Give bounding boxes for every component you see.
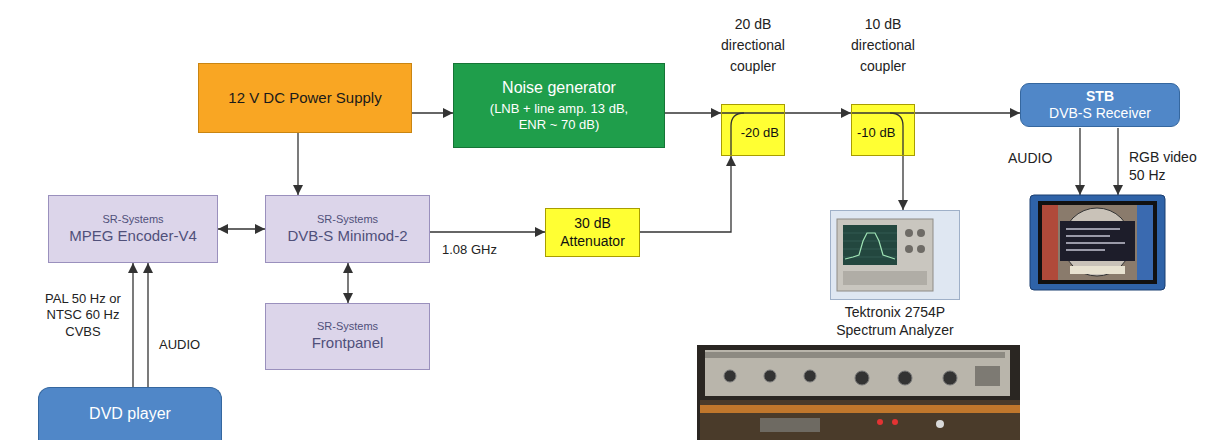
equipment-photo [975, 366, 1000, 386]
node-text: MPEG Encoder-V4 [69, 227, 197, 246]
equipment-photo [760, 418, 820, 432]
node-text: -20 dB [741, 125, 779, 141]
equipment-photo [804, 370, 816, 382]
node-title: 20 dB directional coupler [705, 14, 801, 77]
tv-monitor [1060, 221, 1135, 261]
equipment-photo [700, 400, 1020, 440]
signal-connector [665, 112, 721, 113]
tv-monitor [1030, 195, 1165, 290]
node-text: DVB-S Minimod-2 [287, 227, 407, 246]
node-title: Tektronix 2754P Spectrum Analyzer [820, 303, 970, 339]
spectrum-analyzer-picture [831, 211, 959, 299]
signal-connector [297, 133, 298, 195]
equipment-photo [700, 405, 1020, 413]
noise-generator-box: Noise generator (LNB + line amp. 13 dB, E… [453, 63, 665, 148]
signal-connector [785, 112, 851, 113]
encoder-box: SR-SystemsMPEG Encoder-V4 [48, 195, 218, 263]
receiver-box: STBDVB-S Receiver [1020, 83, 1180, 127]
connector-label: PAL 50 Hz or NTSC 60 Hz CVBS [36, 291, 130, 340]
video-output-wires [1079, 128, 1080, 195]
equipment-photo [705, 352, 1005, 358]
tv-monitor [1066, 242, 1125, 244]
signal-connector [902, 156, 903, 210]
signal-label: RGB video 50 Hz [1127, 149, 1207, 184]
spectrum-analyzer-picture [917, 245, 925, 253]
node-title: 10 dB directional coupler [835, 14, 931, 77]
through-line [722, 112, 784, 113]
equipment-photo [697, 345, 1020, 440]
tv-monitor [1066, 249, 1105, 251]
signal-connector [915, 112, 1020, 113]
signal-connector [430, 231, 545, 232]
node-text: -10 dB [857, 125, 895, 141]
equipment-photo [898, 371, 912, 385]
spectrum-analyzer-picture [905, 229, 913, 237]
frontpanel-box: SR-SystemsFrontpanel [265, 303, 430, 370]
tv-monitor [1137, 205, 1153, 280]
tv-monitor [1063, 208, 1131, 276]
equipment-photo [936, 420, 944, 428]
equipment-photo [943, 371, 957, 385]
equipment-photo [697, 345, 1020, 440]
tv-monitor [1066, 235, 1110, 237]
node-title: SR-Systems [102, 213, 163, 227]
spectrum-analyzer-picture [843, 225, 897, 265]
signal-connector [132, 263, 133, 387]
spectrum-analyzer-picture [843, 271, 927, 285]
spectrum-analyzer-picture [843, 241, 897, 242]
spectrum-analyzer: Tektronix 2754P Spectrum Analyzer [830, 210, 960, 300]
equipment-photo [892, 419, 898, 425]
equipment-photo [705, 350, 1010, 396]
node-title: SR-Systems [317, 320, 378, 334]
node-title: DVD player [89, 404, 171, 424]
power-supply-box: 12 V DC Power Supply [198, 63, 412, 133]
spectrum-analyzer-picture [843, 249, 897, 250]
signal-connector [147, 263, 148, 387]
node-text: Frontpanel [312, 334, 384, 353]
tv-monitor [1066, 228, 1120, 230]
through-line [852, 112, 914, 113]
equipment-photo [764, 370, 776, 382]
spectrum-analyzer-picture [845, 233, 895, 259]
node-text: (LNB + line amp. 13 dB, ENR ~ 70 dB) [478, 101, 640, 134]
equipment-photo [855, 371, 869, 385]
spectrum-analyzer-picture [917, 229, 925, 237]
connector-label: 1.08 GHz [440, 242, 499, 258]
equipment-photo [724, 370, 736, 382]
signal-connector [640, 156, 731, 232]
tv-monitor [1042, 205, 1153, 280]
directional-coupler: 20 dB directional coupler-20 dB [721, 104, 785, 156]
equipment-photo [877, 419, 883, 425]
video-output-wires [1080, 128, 1118, 195]
signal-connector [347, 263, 348, 303]
signal-connector [218, 228, 265, 229]
tv-monitor [1030, 195, 1165, 290]
node-title: 30 dB Attenuator [554, 215, 631, 250]
attenuator-box: 30 dB Attenuator [545, 208, 640, 257]
video-output-wires [1117, 128, 1118, 195]
node-title: SR-Systems [317, 213, 378, 227]
spectrum-analyzer-picture [905, 245, 913, 253]
signal-label: AUDIO [1006, 150, 1054, 168]
modulator-box: SR-SystemsDVB-S Minimod-2 [265, 195, 430, 263]
node-title: 12 V DC Power Supply [228, 89, 381, 108]
signal-connector [412, 112, 453, 113]
dvd-player-box: DVD player [38, 387, 222, 440]
node-text: DVB-S Receiver [1049, 105, 1151, 123]
node-title: Noise generator [502, 78, 616, 98]
tv-monitor [1070, 266, 1125, 274]
node-title: STB [1086, 88, 1114, 106]
tv-monitor [1042, 205, 1058, 280]
connector-label: AUDIO [157, 337, 202, 353]
spectrum-analyzer-picture [837, 219, 933, 291]
directional-coupler: 10 dB directional coupler-10 dB [851, 104, 915, 156]
tv-monitor [1038, 201, 1157, 284]
